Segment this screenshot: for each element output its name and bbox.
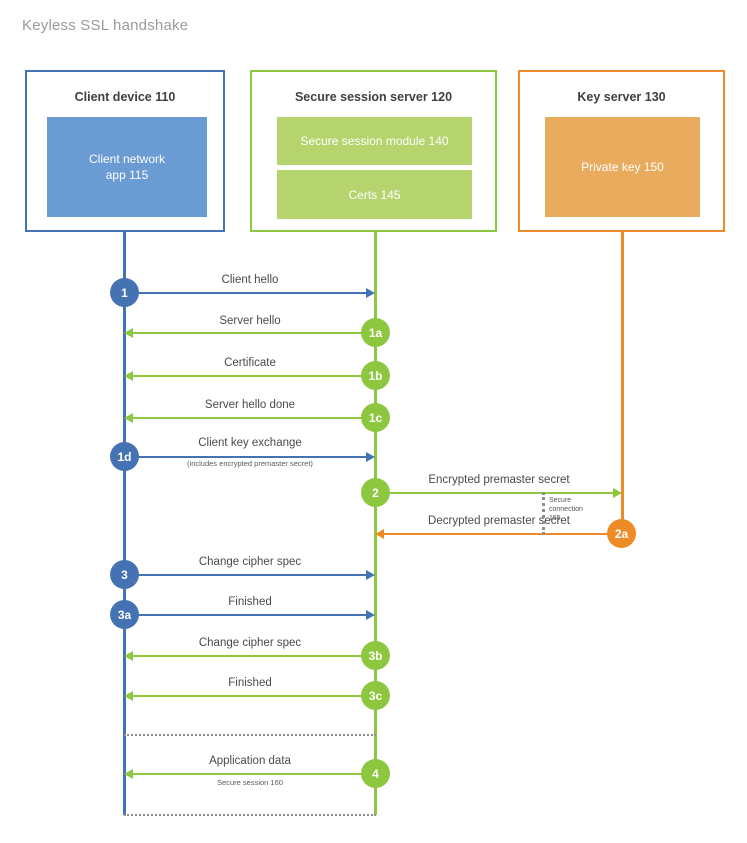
message-arrow-3a xyxy=(124,610,375,620)
message-label-1: Client hello xyxy=(221,274,279,286)
step-marker-2a[interactable]: 2a xyxy=(607,519,636,548)
secure-connection-divider xyxy=(542,492,545,535)
message-sublabel-4: Secure session 160 xyxy=(217,778,283,787)
message-label-1b: Certificate xyxy=(224,357,276,369)
message-label-2: Encrypted premaster secret xyxy=(428,474,570,486)
message-arrow-1d xyxy=(124,452,375,462)
actor-box-secure-session-server: Secure session server 120 Secure session… xyxy=(250,70,497,232)
message-label-3: Change cipher spec xyxy=(198,556,302,568)
page-title: Keyless SSL handshake xyxy=(22,17,189,34)
secure-session-region-bottom-border xyxy=(124,814,376,816)
message-label-3b: Change cipher spec xyxy=(198,637,302,649)
component-secure-session-module: Secure session module 140 xyxy=(277,117,472,165)
actor-title-key-server: Key server 130 xyxy=(577,90,666,104)
actor-title-client-device: Client device 110 xyxy=(74,90,176,104)
lifeline-client-device xyxy=(123,232,126,815)
message-arrow-2a xyxy=(375,529,622,539)
message-arrow-3c xyxy=(124,691,375,701)
step-marker-1b[interactable]: 1b xyxy=(361,361,390,390)
message-label-2a: Decrypted premaster secret xyxy=(428,515,570,527)
message-arrow-4 xyxy=(124,769,375,779)
message-arrow-1a xyxy=(124,328,375,338)
message-label-3c: Finished xyxy=(228,677,272,689)
step-marker-1[interactable]: 1 xyxy=(110,278,139,307)
message-arrow-3 xyxy=(124,570,375,580)
step-marker-1c[interactable]: 1c xyxy=(361,403,390,432)
component-label-private-key: Private key 150 xyxy=(581,160,664,174)
step-marker-2[interactable]: 2 xyxy=(361,478,390,507)
message-label-4: Application data xyxy=(209,755,291,767)
message-label-1a: Server hello xyxy=(219,315,281,327)
component-label-secure-session-module: Secure session module 140 xyxy=(300,134,449,148)
step-marker-1a[interactable]: 1a xyxy=(361,318,390,347)
message-arrow-2 xyxy=(375,488,622,498)
step-marker-1d[interactable]: 1d xyxy=(110,442,139,471)
component-label-certs: Certs 145 xyxy=(348,187,401,202)
step-marker-4[interactable]: 4 xyxy=(361,759,390,788)
message-arrow-3b xyxy=(124,651,375,661)
message-label-1c: Server hello done xyxy=(204,399,296,411)
component-private-key: Private key 150 xyxy=(545,117,700,217)
message-sublabel-1d: (includes encrypted premaster secret) xyxy=(187,459,313,468)
secure-session-region-top-border xyxy=(124,734,376,736)
component-certs: Certs 145 xyxy=(277,170,472,219)
message-arrow-1c xyxy=(124,413,375,423)
lifeline-key-server xyxy=(621,232,624,536)
step-marker-3a[interactable]: 3a xyxy=(110,600,139,629)
message-arrow-1b xyxy=(124,371,375,381)
lifeline-secure-session-server xyxy=(374,232,377,815)
message-label-1d: Client key exchange xyxy=(198,437,302,449)
message-label-3a: Finished xyxy=(228,596,272,608)
message-arrow-1 xyxy=(124,288,375,298)
step-marker-3[interactable]: 3 xyxy=(110,560,139,589)
annotation-secure-connection: Secure connection 155 xyxy=(549,497,583,522)
actor-box-key-server: Key server 130 Private key 150 xyxy=(518,70,725,232)
step-marker-3b[interactable]: 3b xyxy=(361,641,390,670)
step-marker-3c[interactable]: 3c xyxy=(361,681,390,710)
actor-title-secure-session-server: Secure session server 120 xyxy=(294,90,453,104)
